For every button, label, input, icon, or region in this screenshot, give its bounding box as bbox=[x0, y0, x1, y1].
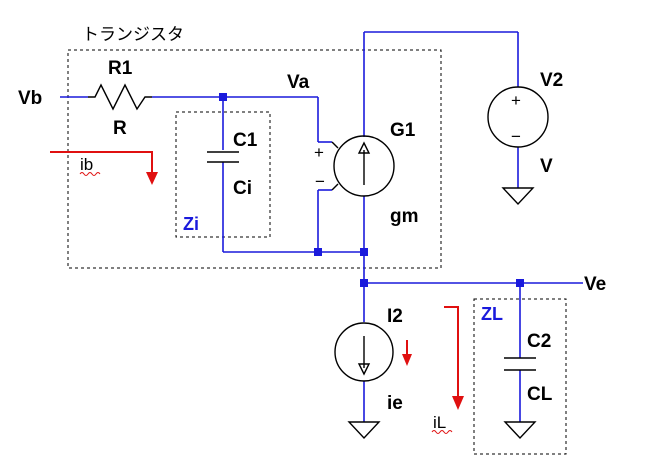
ib-arrow bbox=[50, 151, 158, 185]
transistor-boundary-box bbox=[67, 49, 442, 269]
il-arrow bbox=[444, 306, 464, 410]
r1-name-label: R1 bbox=[108, 58, 133, 79]
zl-boundary-box bbox=[473, 298, 567, 455]
junction-dot bbox=[516, 279, 524, 287]
node-va-label: Va bbox=[287, 72, 310, 93]
g1-source-symbol bbox=[331, 135, 395, 197]
wires bbox=[60, 31, 583, 422]
c2-name-label: C2 bbox=[527, 331, 551, 352]
i2-name-label: I2 bbox=[387, 306, 403, 327]
node-ve-label: Ve bbox=[584, 274, 606, 295]
junctions bbox=[219, 93, 524, 287]
i2-value-label: ie bbox=[387, 393, 403, 414]
v2-minus-sign: − bbox=[511, 127, 521, 146]
g1-plus-sign: + bbox=[314, 143, 324, 162]
transistor-title: トランジスタ bbox=[82, 25, 184, 44]
resistor-r1-symbol bbox=[88, 83, 152, 111]
capacitor-c2-symbol bbox=[504, 357, 536, 371]
junction-dot bbox=[314, 248, 322, 256]
junction-dot bbox=[219, 93, 227, 101]
node-vb-label: Vb bbox=[18, 88, 42, 109]
v2-name-label: V2 bbox=[540, 70, 563, 91]
v2-plus-sign: + bbox=[511, 91, 521, 110]
junction-dot bbox=[360, 279, 368, 287]
ib-current-label: ib bbox=[80, 155, 93, 174]
g1-minus-sign: − bbox=[315, 172, 325, 191]
v2-value-label: V bbox=[540, 156, 553, 177]
g1-value-label: gm bbox=[390, 206, 419, 227]
spellcheck-underline-il bbox=[431, 430, 453, 434]
zi-label: Zi bbox=[183, 214, 199, 234]
v2-source-symbol bbox=[487, 86, 549, 148]
c1-name-label: C1 bbox=[233, 130, 258, 151]
il-current-label: iL bbox=[433, 413, 446, 432]
g1-name-label: G1 bbox=[390, 120, 416, 141]
spellcheck-underline-ib bbox=[79, 172, 101, 176]
capacitor-c1-symbol bbox=[207, 151, 239, 163]
i2-source-symbol bbox=[334, 322, 394, 382]
c1-value-label: Ci bbox=[233, 178, 252, 199]
r1-value-label: R bbox=[113, 118, 127, 139]
c2-value-label: CL bbox=[527, 384, 553, 405]
ground-icon bbox=[503, 421, 537, 440]
ie-arrow bbox=[402, 340, 412, 366]
junction-dot bbox=[360, 248, 368, 256]
ground-icon bbox=[501, 187, 535, 206]
zl-label: ZL bbox=[481, 304, 503, 324]
ground-icon bbox=[347, 421, 381, 440]
